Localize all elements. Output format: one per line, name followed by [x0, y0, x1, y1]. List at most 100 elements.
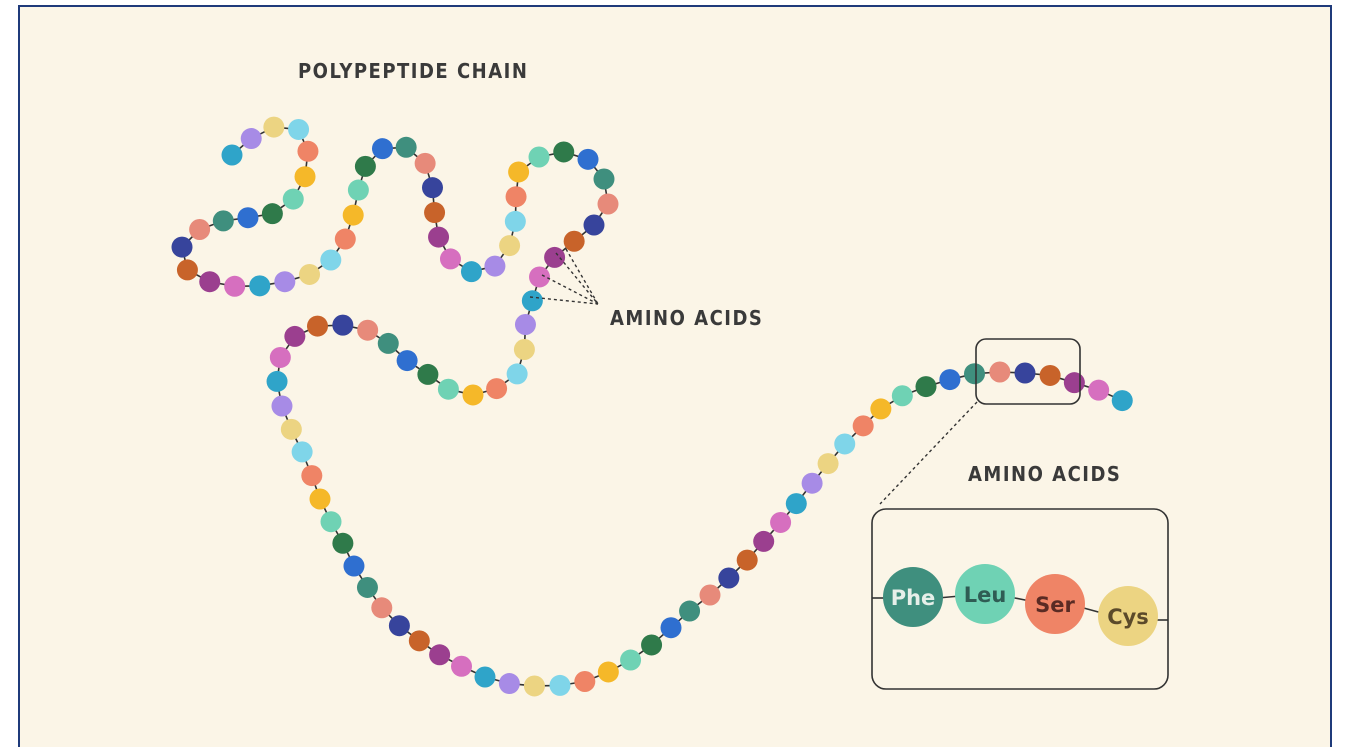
residue-label: Ser [1035, 593, 1075, 617]
amino-acid-bead [475, 667, 496, 688]
amino-acid-bead [544, 247, 565, 268]
residue-label: Leu [964, 583, 1007, 607]
amino-acid-bead [462, 384, 483, 405]
amino-acid-bead [357, 320, 378, 341]
amino-acid-bead [343, 205, 364, 226]
amino-acid-bead [892, 385, 913, 406]
amino-acid-bead [343, 556, 364, 577]
amino-acid-bead [524, 675, 545, 696]
amino-acid-bead [1015, 363, 1036, 384]
amino-acid-bead [424, 202, 445, 223]
amino-acid-bead [679, 601, 700, 622]
amino-acid-bead [237, 207, 258, 228]
amino-acid-bead [371, 597, 392, 618]
amino-acid-bead [355, 156, 376, 177]
amino-acid-bead [299, 264, 320, 285]
amino-acid-bead [578, 149, 599, 170]
amino-acid-bead [438, 379, 459, 400]
polypeptide-diagram: POLYPEPTIDE CHAIN AMINO ACIDS AMINO ACID… [20, 7, 1332, 747]
amino-acid-bead [802, 473, 823, 494]
amino-acid-bead [514, 339, 535, 360]
amino-acid-bead [199, 271, 220, 292]
amino-acid-bead [564, 231, 585, 252]
amino-acid-bead [357, 577, 378, 598]
amino-acid-bead [964, 363, 985, 384]
amino-acid-bead [549, 675, 570, 696]
amino-acid-bead [834, 433, 855, 454]
amino-acid-bead [415, 153, 436, 174]
amino-acid-bead [332, 315, 353, 336]
amino-acid-bead [409, 630, 430, 651]
amino-acid-bead [177, 259, 198, 280]
amino-acid-bead [718, 568, 739, 589]
amino-acid-bead [397, 350, 418, 371]
amino-acid-bead [598, 661, 619, 682]
amino-acid-bead [620, 650, 641, 671]
amino-acid-bead [1040, 365, 1061, 386]
diagram-frame: POLYPEPTIDE CHAIN AMINO ACIDS AMINO ACID… [18, 5, 1332, 747]
amino-acid-bead [267, 371, 288, 392]
zoom-connector-line [880, 402, 977, 504]
amino-acid-bead [281, 419, 302, 440]
amino-acid-bead [522, 290, 543, 311]
amino-acid-bead [189, 219, 210, 240]
amino-acid-bead [309, 488, 330, 509]
amino-acid-bead [598, 194, 619, 215]
amino-acid-bead [553, 141, 574, 162]
amino-acids-inset-title: AMINO ACIDS [968, 462, 1121, 486]
residue-label: Cys [1107, 605, 1149, 629]
amino-acid-bead [332, 533, 353, 554]
amino-acid-bead [584, 215, 605, 236]
residue-label: Phe [891, 586, 936, 610]
amino-acid-bead [422, 177, 443, 198]
amino-acid-bead [1064, 372, 1085, 393]
amino-acid-bead [461, 261, 482, 282]
amino-acid-bead [335, 229, 356, 250]
amino-acid-bead [451, 656, 472, 677]
amino-acid-bead [270, 347, 291, 368]
amino-acid-bead [297, 141, 318, 162]
amino-acid-bead [378, 333, 399, 354]
amino-acid-bead [417, 364, 438, 385]
amino-acid-bead [428, 227, 449, 248]
amino-acid-bead [222, 145, 243, 166]
amino-acid-bead [283, 189, 304, 210]
amino-acid-bead [292, 441, 313, 462]
amino-acid-bead [499, 235, 520, 256]
amino-acid-bead [529, 147, 550, 168]
amino-acid-bead [499, 673, 520, 694]
amino-acid-bead [320, 250, 341, 271]
amino-acid-bead [262, 203, 283, 224]
amino-acid-bead [737, 550, 758, 571]
amino-acids-pointer-label: AMINO ACIDS [610, 306, 763, 330]
amino-acid-bead [505, 211, 526, 232]
amino-acid-bead [508, 161, 529, 182]
amino-acid-bead [284, 326, 305, 347]
amino-acid-bead [440, 248, 461, 269]
amino-acid-bead [594, 169, 615, 190]
amino-acid-bead [372, 138, 393, 159]
amino-acid-bead [915, 376, 936, 397]
amino-acid-bead [661, 617, 682, 638]
amino-acid-bead [818, 453, 839, 474]
amino-acid-bead [574, 671, 595, 692]
amino-acid-bead [307, 316, 328, 337]
amino-acid-bead [853, 415, 874, 436]
amino-acid-bead [348, 180, 369, 201]
amino-acid-bead [529, 266, 550, 287]
amino-acid-bead [770, 512, 791, 533]
amino-acid-bead [321, 511, 342, 532]
polypeptide-chain-title: POLYPEPTIDE CHAIN [298, 59, 528, 83]
amino-acid-bead [241, 128, 262, 149]
amino-acid-bead [288, 119, 309, 140]
amino-acid-bead [429, 644, 450, 665]
amino-acid-bead [484, 256, 505, 277]
amino-acid-bead [870, 398, 891, 419]
amino-acid-bead [172, 237, 193, 258]
amino-acid-bead [939, 369, 960, 390]
amino-acid-bead [507, 363, 528, 384]
amino-acid-bead [224, 276, 245, 297]
amino-acid-bead [1088, 380, 1109, 401]
amino-acid-bead [295, 166, 316, 187]
